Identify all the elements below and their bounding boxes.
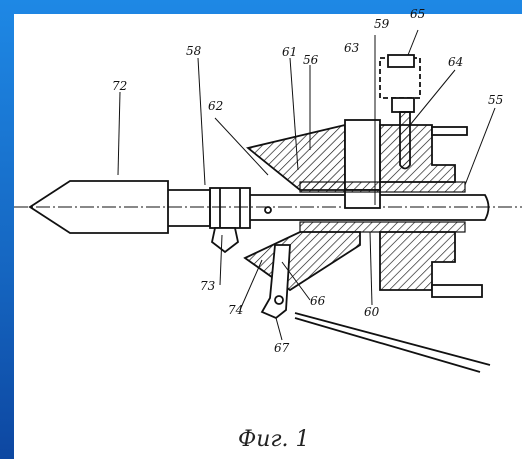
leader-lines bbox=[117, 29, 496, 341]
label-66: 66 bbox=[310, 294, 326, 308]
actuator-65 bbox=[379, 54, 421, 170]
label-63: 63 bbox=[344, 41, 360, 55]
label-64: 64 bbox=[448, 55, 463, 69]
label-73: 73 bbox=[200, 279, 216, 293]
label-55: 55 bbox=[488, 93, 503, 107]
label-67: 67 bbox=[274, 341, 290, 355]
label-62: 62 bbox=[208, 99, 223, 113]
label-59: 59 bbox=[374, 17, 390, 31]
housing-55 bbox=[379, 124, 483, 298]
label-58: 58 bbox=[186, 44, 202, 58]
sleeve-60 bbox=[299, 181, 466, 233]
collet-58 bbox=[209, 187, 251, 229]
label-74: 74 bbox=[228, 303, 243, 317]
figure-caption: Фиг. 1 bbox=[238, 427, 310, 452]
label-72: 72 bbox=[112, 79, 127, 93]
label-61: 61 bbox=[282, 45, 297, 59]
label-56: 56 bbox=[303, 53, 319, 67]
label-65: 65 bbox=[410, 7, 425, 21]
spindle-shaft bbox=[250, 194, 490, 221]
label-60: 60 bbox=[364, 305, 380, 319]
